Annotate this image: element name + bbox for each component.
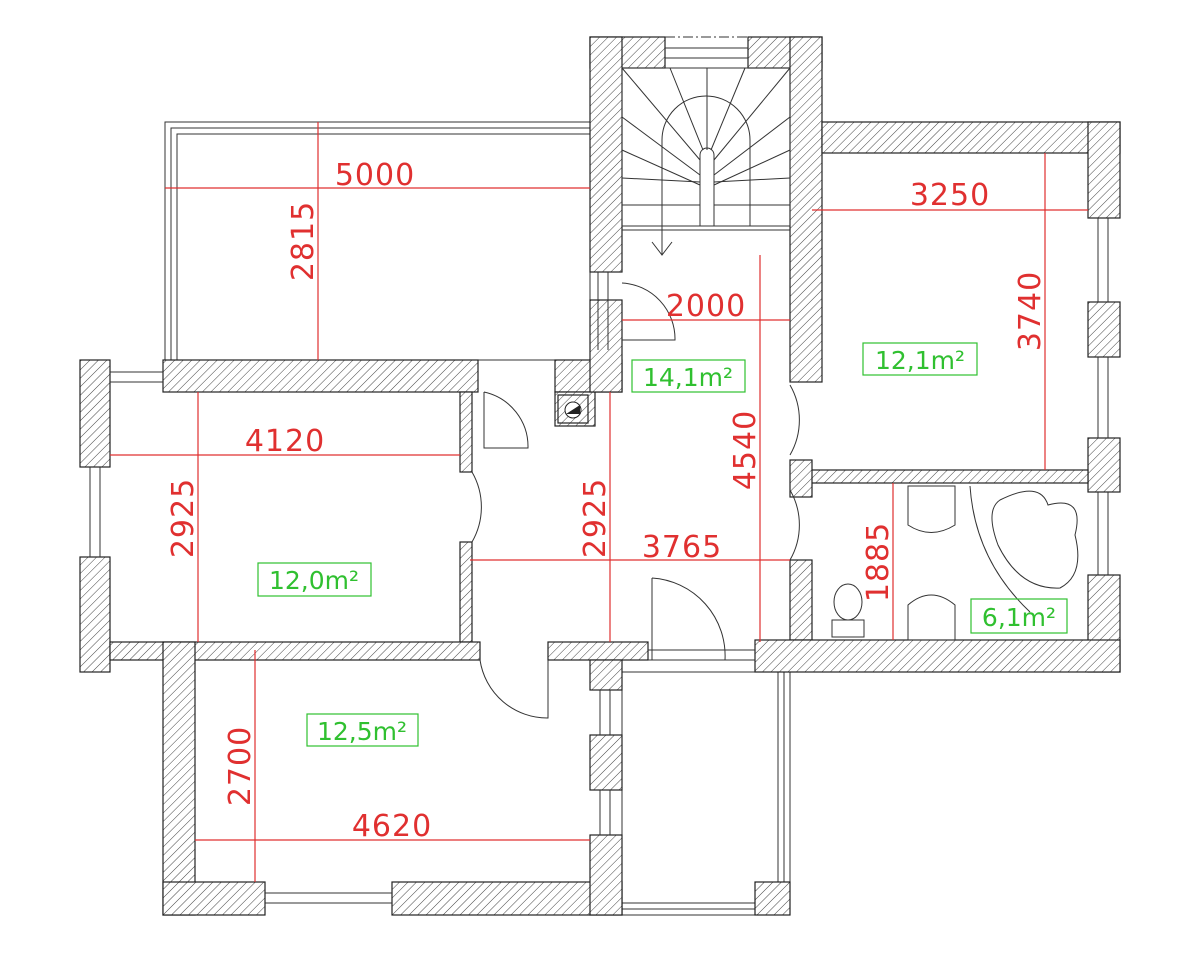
dim-hall-width: 3765 <box>642 530 722 565</box>
dim-room-bottom-depth: 2700 <box>223 726 258 806</box>
balcony-railing <box>621 671 791 916</box>
bathtub-icon <box>991 490 1079 589</box>
dimension-lines <box>110 122 1088 882</box>
dim-room-left-width: 4120 <box>245 424 325 459</box>
sink-icon <box>907 594 956 641</box>
area-hall: 14,1m² <box>643 363 733 392</box>
bathroom-fixtures <box>831 485 1079 641</box>
area-bathroom: 6,1m² <box>982 603 1056 632</box>
dim-hall-stair-width: 2000 <box>666 289 746 324</box>
dim-hall-left-depth: 2925 <box>578 478 613 558</box>
area-room-left: 12,0m² <box>269 566 359 595</box>
dim-terrace-depth: 2815 <box>286 201 321 281</box>
sink-icon <box>907 485 956 533</box>
toilet-icon <box>833 583 863 621</box>
doors <box>471 282 800 719</box>
windows <box>89 36 1109 904</box>
dim-hall-depth: 4540 <box>728 410 763 490</box>
area-bedroom-right: 12,1m² <box>875 346 965 375</box>
dim-room-bottom-width: 4620 <box>352 809 432 844</box>
dim-room-left-depth: 2925 <box>166 478 201 558</box>
area-room-bottom: 12,5m² <box>317 717 407 746</box>
dim-terrace-width: 5000 <box>335 158 415 193</box>
dim-bath-depth: 1885 <box>861 522 896 602</box>
dim-bedroom-right-width: 3250 <box>910 178 990 213</box>
area-labels: 14,1m² 12,1m² 12,0m² 12,5m² 6,1m² <box>257 342 1068 747</box>
dim-bedroom-right-depth: 3740 <box>1013 271 1048 351</box>
staircase <box>621 67 791 256</box>
dimension-labels: 5000 2815 3250 3740 2000 4540 4120 2925 … <box>166 158 1048 844</box>
